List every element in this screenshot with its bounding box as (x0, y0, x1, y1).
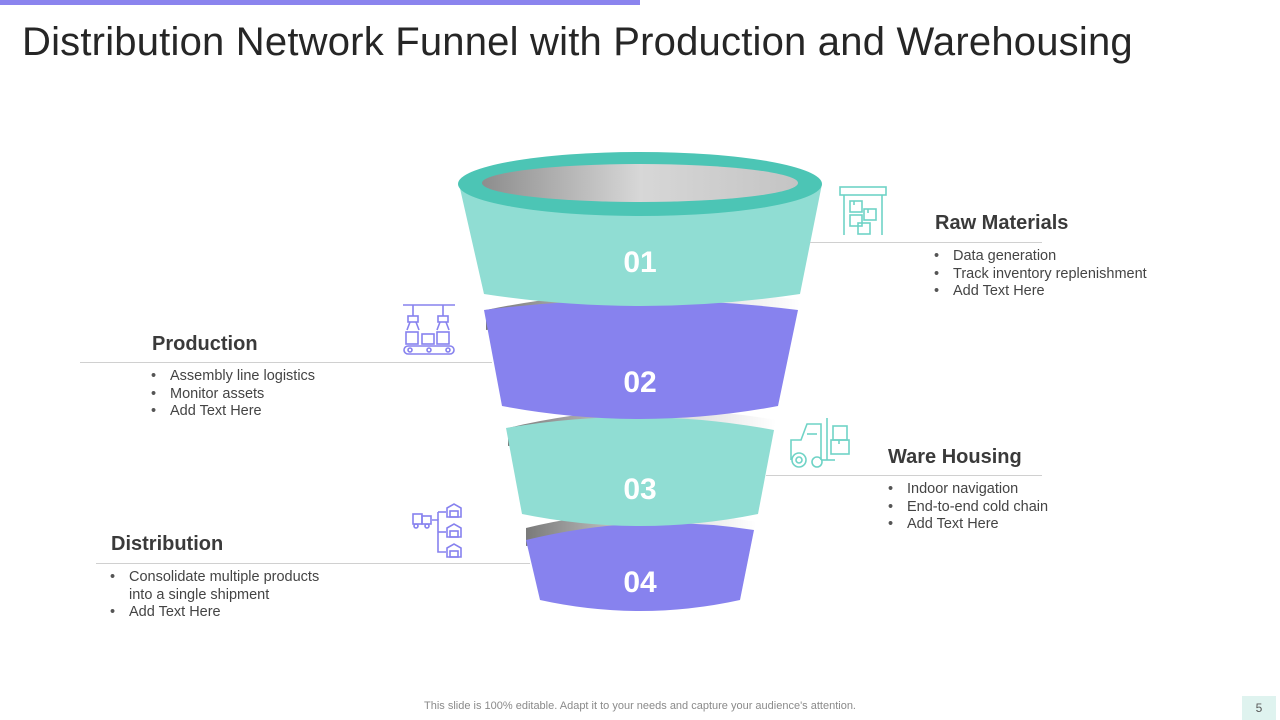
stage-number-3: 03 (623, 473, 656, 506)
footer-note: This slide is 100% editable. Adapt it to… (424, 700, 856, 712)
funnel-opening (482, 164, 798, 202)
distribution-network-icon (412, 503, 462, 558)
ware-housing-bullets: Indoor navigation End-to-end cold chain … (888, 481, 1048, 534)
connector-ware-housing (766, 475, 1042, 476)
list-item: End-to-end cold chain (888, 499, 1048, 517)
ware-housing-heading: Ware Housing (888, 446, 1022, 468)
funnel-stage-1 (459, 184, 822, 306)
assembly-line-icon (403, 304, 455, 355)
list-item: Add Text Here (151, 403, 315, 421)
connector-raw-materials (810, 242, 1042, 243)
forklift-icon (790, 418, 850, 468)
production-heading: Production (152, 333, 258, 355)
list-item: Data generation (934, 248, 1147, 266)
stage-number-2: 02 (623, 366, 656, 399)
distribution-bullets: Consolidate multiple products into a sin… (110, 569, 319, 622)
connector-production (80, 362, 492, 363)
funnel-stage-4 (526, 522, 754, 611)
list-item: Assembly line logistics (151, 368, 315, 386)
warehouse-boxes-icon (839, 186, 887, 235)
list-item: Indoor navigation (888, 481, 1048, 499)
stage-number-1: 01 (623, 246, 656, 279)
list-item: Add Text Here (110, 604, 319, 622)
raw-materials-bullets: Data generation Track inventory replenis… (934, 248, 1147, 301)
slide-title: Distribution Network Funnel with Product… (22, 20, 1133, 64)
funnel-stage-2 (484, 300, 798, 419)
connector-distribution (96, 563, 530, 564)
top-accent-bar (0, 0, 640, 5)
list-item: Consolidate multiple products (110, 569, 319, 587)
list-item: Add Text Here (934, 283, 1147, 301)
list-item: Monitor assets (151, 386, 315, 404)
funnel-stage-3 (506, 416, 774, 526)
list-item: into a single shipment (129, 586, 270, 603)
raw-materials-heading: Raw Materials (935, 212, 1069, 234)
list-item: Add Text Here (888, 516, 1048, 534)
list-item: Track inventory replenishment (934, 266, 1147, 284)
page-number: 5 (1242, 696, 1276, 720)
production-bullets: Assembly line logistics Monitor assets A… (151, 368, 315, 421)
stage-number-4: 04 (623, 566, 657, 599)
distribution-heading: Distribution (111, 533, 224, 555)
